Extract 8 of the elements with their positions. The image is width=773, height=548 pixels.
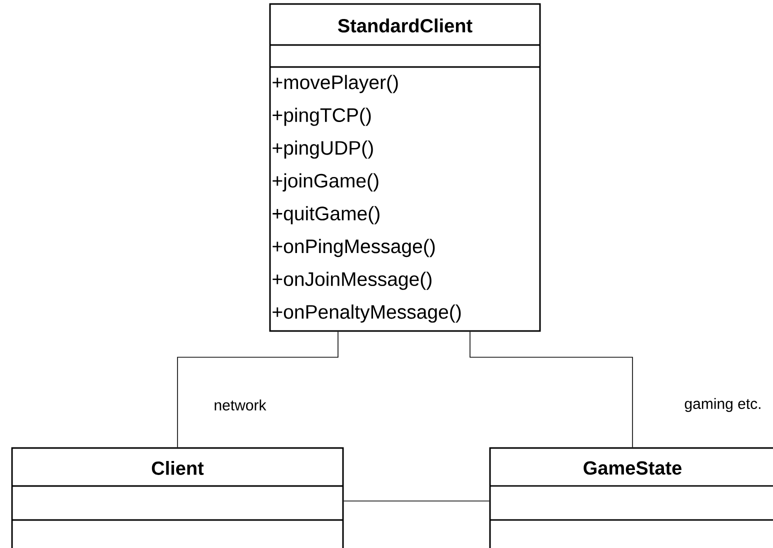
connector-line [177,331,338,448]
class-box: GameState [489,447,773,548]
edge-label: network [212,398,268,412]
connector-line [470,331,633,448]
class-box: Client [11,447,344,548]
edge-label: gaming etc. [683,397,763,413]
class-box: StandardClient +movePlayer() +pingTCP() +pingUDP() +joinGame() +quitGame() +onPingMessage() +onJoinMessage() +onPenaltyMessage() [269,3,541,332]
connector-line [343,500,490,502]
